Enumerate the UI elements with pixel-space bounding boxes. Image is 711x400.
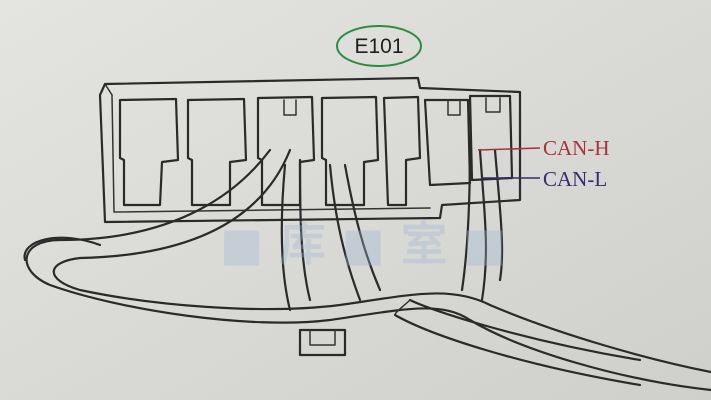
watermark: ■ 库 ■ 室 ■ bbox=[220, 217, 506, 271]
connector-id-label: E101 bbox=[354, 35, 403, 58]
can-l-label: CAN-L bbox=[543, 167, 607, 191]
wire-harness bbox=[23, 143, 711, 392]
terminal-cavities bbox=[118, 95, 501, 207]
connector-id-badge: E101 bbox=[336, 25, 422, 67]
pin-callouts: CAN-H CAN-L bbox=[477, 136, 610, 191]
can-h-leader-line bbox=[477, 147, 541, 151]
can-h-label: CAN-H bbox=[543, 136, 610, 160]
